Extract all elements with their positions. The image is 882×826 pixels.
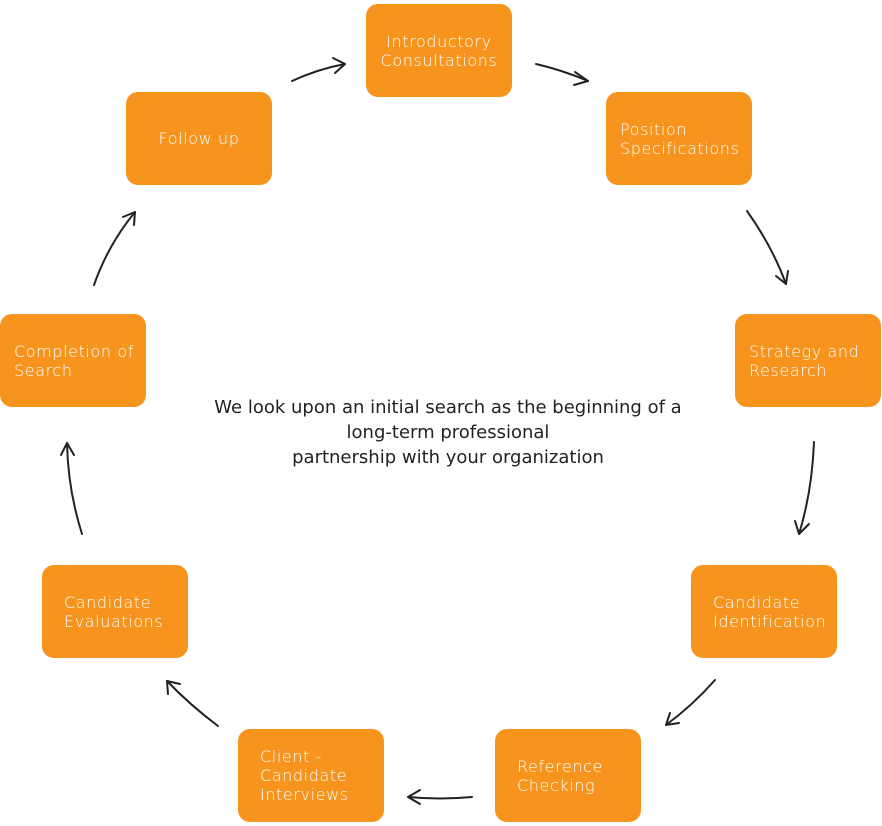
center-caption: We look upon an initial search as the be… bbox=[214, 397, 682, 468]
arrow-reference-to-interviews bbox=[407, 789, 473, 805]
arrow-followup-to-intro bbox=[291, 57, 346, 82]
step-label: Candidate Identification bbox=[713, 592, 827, 631]
step-follow-up: Follow up bbox=[126, 92, 272, 185]
arrow-position-to-strategy bbox=[746, 210, 789, 285]
step-label: Strategy and Research bbox=[749, 341, 860, 380]
step-strategy-and-research: Strategy and Research bbox=[735, 314, 881, 407]
step-position-specifications: Position Specifications bbox=[606, 92, 752, 185]
arrow-intro-to-position bbox=[535, 63, 589, 86]
arrow-identification-to-reference bbox=[665, 679, 716, 726]
step-label: Follow up bbox=[158, 129, 240, 148]
arrow-completion-to-followup bbox=[93, 211, 136, 286]
step-reference-checking: Reference Checking bbox=[495, 729, 641, 822]
step-label: Completion of Search bbox=[14, 341, 134, 380]
step-introductory-consultations: Introductory Consultations bbox=[366, 4, 512, 97]
step-completion-of-search: Completion of Search bbox=[0, 314, 146, 407]
step-label: Client - Candidate Interviews bbox=[260, 747, 349, 804]
step-client-candidate-interviews: Client - Candidate Interviews bbox=[238, 729, 384, 822]
arrow-interviews-to-evaluations bbox=[166, 680, 219, 727]
step-label: Reference Checking bbox=[517, 756, 603, 795]
step-label: Candidate Evaluations bbox=[64, 592, 164, 631]
step-candidate-identification: Candidate Identification bbox=[691, 565, 837, 658]
step-label: Introductory Consultations bbox=[380, 31, 498, 70]
arrow-evaluations-to-completion bbox=[60, 442, 83, 535]
arrow-strategy-to-identification bbox=[794, 441, 815, 535]
step-candidate-evaluations: Candidate Evaluations bbox=[42, 565, 188, 658]
step-label: Position Specifications bbox=[620, 119, 740, 158]
